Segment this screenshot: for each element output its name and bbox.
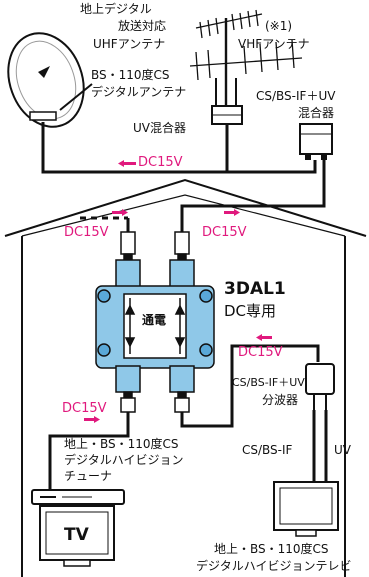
- dc15v-bottom-left: DC15V: [62, 401, 107, 416]
- uv-mixer-label: UV混合器: [133, 120, 186, 135]
- bs-antenna-label-2: デジタルアンテナ: [91, 84, 186, 99]
- uhf-antenna-label-1: 地上デジタル: [80, 1, 152, 16]
- house-outline: [4, 178, 367, 577]
- model-label: 3DAL1: [224, 279, 286, 299]
- note-mark: (※1): [265, 19, 292, 33]
- bs-antenna-label-1: BS・110度CS: [91, 67, 170, 82]
- pass-power-label: 通電: [142, 312, 166, 327]
- cables: [41, 122, 326, 428]
- dc-only-label: DC専用: [224, 302, 276, 320]
- tv-short-label: TV: [64, 525, 90, 545]
- bs-dish-antenna: [7, 32, 93, 128]
- hd-tv: [273, 481, 339, 537]
- tv-left: [39, 505, 115, 567]
- uhf-vhf-antenna: [189, 9, 303, 110]
- uhf-antenna-label-3: UHFアンテナ: [93, 37, 165, 51]
- uv-label: UV: [334, 443, 352, 457]
- dc15v-left: DC15V: [64, 225, 109, 240]
- wall-splitter: [305, 363, 335, 482]
- tuner-label-1: 地上・BS・110度CS: [64, 436, 179, 451]
- tuner-label-2: デジタルハイビジョン: [64, 452, 184, 467]
- tuner-cable: [48, 410, 130, 494]
- splitter-label-1: CS/BS-IF＋UV: [232, 376, 305, 389]
- splitter-label-2: 分波器: [262, 393, 298, 407]
- dc15v-splitter: DC15V: [238, 345, 283, 360]
- tv-label-1: 地上・BS・110度CS: [214, 541, 329, 556]
- mixer-label-1: CS/BS-IF＋UV: [256, 89, 336, 103]
- distributor-3dal1: [95, 231, 215, 413]
- cs-bs-if-label: CS/BS-IF: [242, 443, 293, 457]
- dc15v-right: DC15V: [202, 225, 247, 240]
- dc15v-outdoor: DC15V: [138, 155, 183, 170]
- csbs-uv-mixer-device: [299, 123, 333, 160]
- mixer-label-2: 混合器: [298, 105, 334, 120]
- tuner-device: [31, 489, 125, 505]
- dc-arrows: [84, 160, 272, 423]
- vhf-antenna-label: VHFアンテナ: [238, 37, 310, 51]
- tv-label-2: デジタルハイビジョンテレビ: [196, 558, 352, 573]
- tuner-label-3: チューナ: [64, 469, 112, 483]
- uhf-antenna-label-2: 放送対応: [118, 18, 166, 33]
